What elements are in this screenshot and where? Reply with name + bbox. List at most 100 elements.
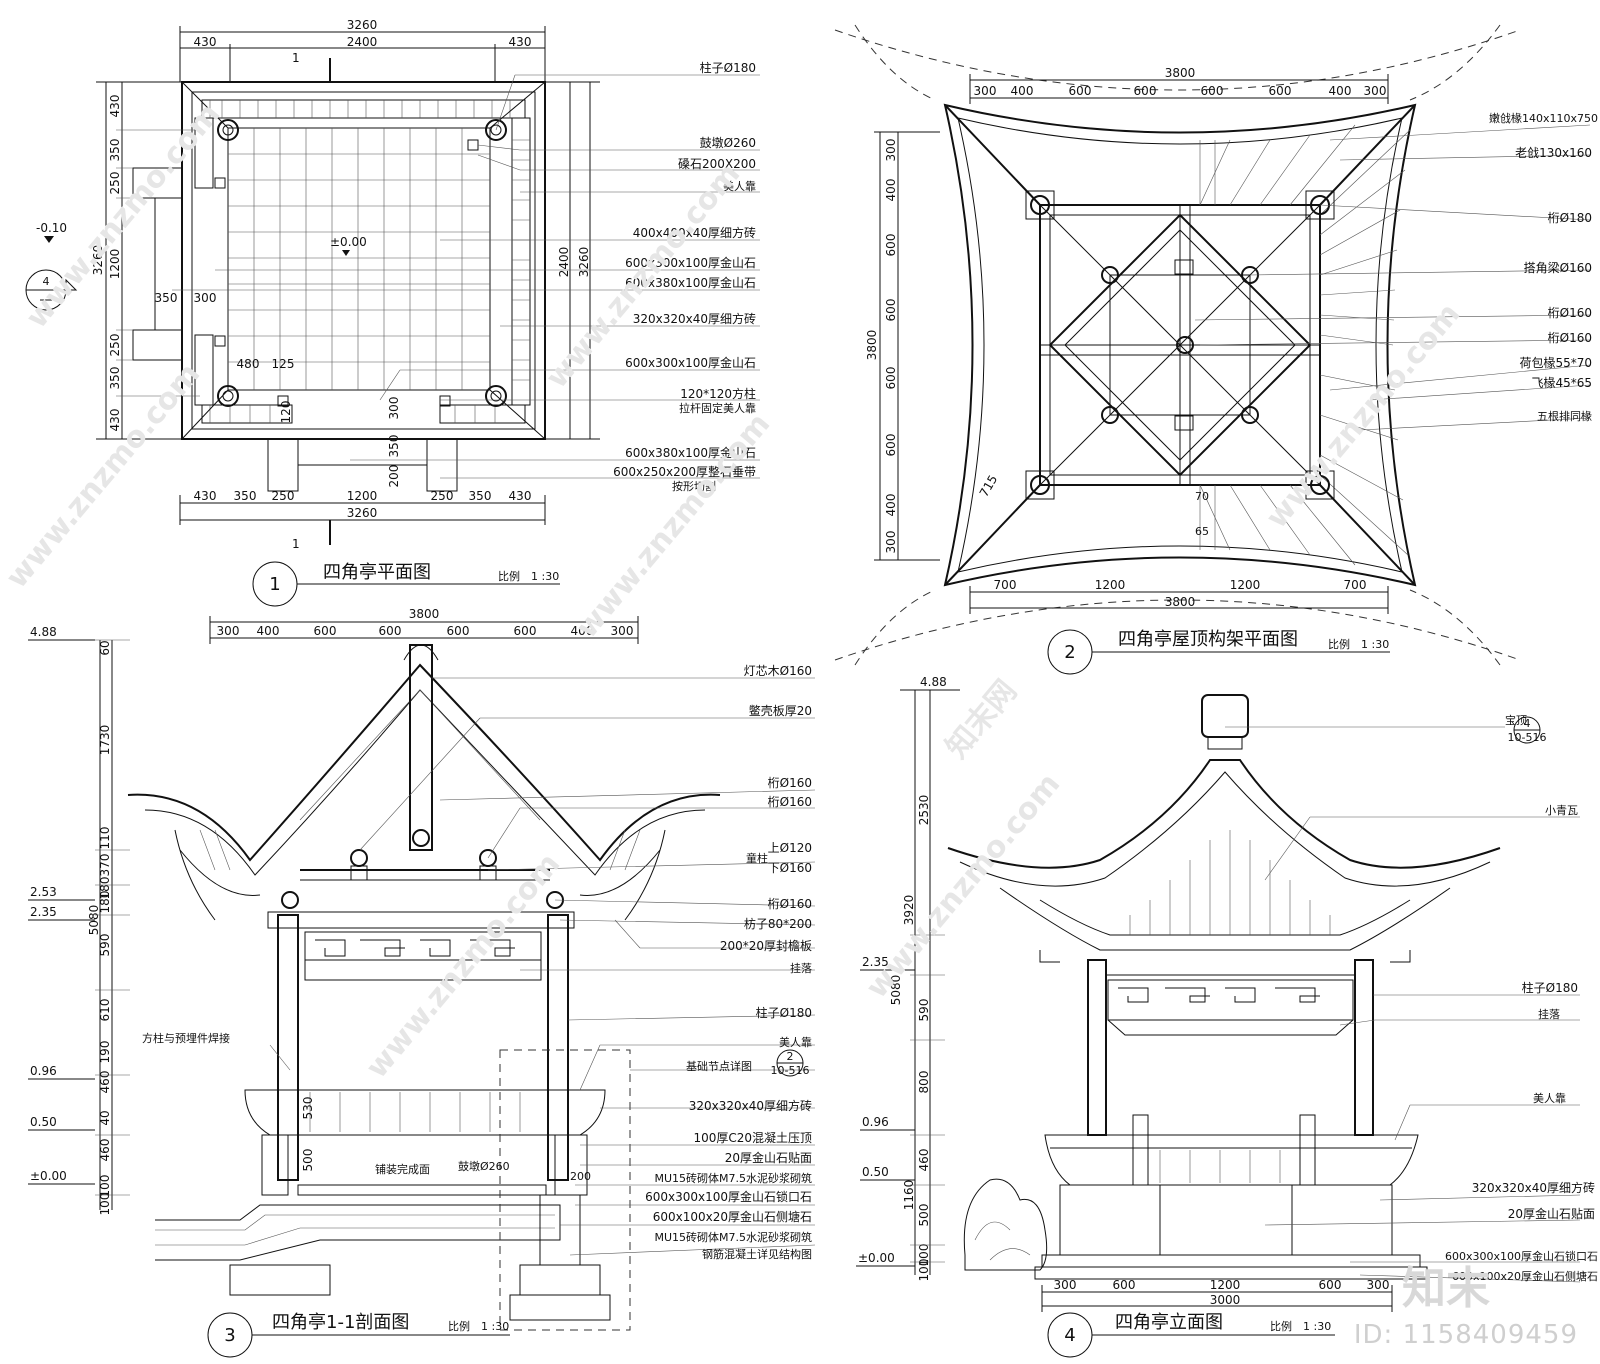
roof-label-2: 老戗130x160	[1515, 146, 1592, 160]
plan-label-drum-base: 鼓墩Ø260	[700, 136, 756, 150]
elev-dim-left-3: 590	[917, 999, 931, 1022]
section-label-9: 枋子80*200	[744, 916, 812, 931]
section-label-3: 桁Ø160	[768, 776, 812, 790]
plan-drawing-title: 四角亭平面图	[323, 562, 431, 583]
elev-dim-left-total: 5080	[889, 975, 903, 1006]
section-drawing-scale: 比例 1 :30	[448, 1319, 509, 1333]
plan-dim-top-1: 430	[194, 35, 217, 49]
plan-label-post-note: 拉杆固定美人靠	[679, 401, 756, 415]
plan-dim-left-total: 3260	[91, 245, 105, 276]
elev-level-5: ±0.00	[858, 1251, 895, 1265]
section-dim-left-3: 110	[98, 827, 112, 850]
roof-label-5: 桁Ø160	[1548, 306, 1592, 320]
section-dim-left-2: 1730	[98, 725, 112, 756]
plan-dim-bot-5: 250	[431, 489, 454, 503]
section-label-16: 100厚C20混凝土压顶	[693, 1130, 812, 1145]
roof-label-8: 飞椽45*65	[1531, 376, 1592, 390]
section-label-7: 下Ø160	[768, 861, 812, 875]
plan-dim-top-2: 2400	[347, 35, 378, 49]
plan-drawing: 3260 430 2400 430 1	[25, 18, 760, 607]
watermark-brand-logo: 知末	[1402, 1263, 1490, 1314]
section-label-12: 柱子Ø180	[756, 1005, 812, 1020]
section-level-5: 0.50	[30, 1115, 57, 1129]
section-dim-left-5: 180	[98, 877, 112, 900]
section-dim-top-2: 400	[257, 624, 280, 638]
plan-label-column: 柱子Ø180	[700, 60, 756, 75]
roof-dim-top-5: 600	[1201, 84, 1224, 98]
section-label-5: 童柱	[746, 851, 768, 865]
elev-label-3: 柱子Ø180	[1522, 980, 1578, 995]
plan-dim-top-3: 430	[509, 35, 532, 49]
elev-label-4: 挂落	[1538, 1007, 1560, 1021]
watermark-site-6: www.znzmo.com	[859, 767, 1067, 1005]
section-label-23: 方柱与预埋件焊接	[142, 1031, 230, 1045]
roof-dim-top-8: 300	[1364, 84, 1387, 98]
elev-drawing-title: 四角亭立面图	[1115, 1312, 1223, 1333]
plan-label-stone-3: 600x300x100厚金山石	[625, 355, 756, 370]
plan-label-paving-1: 400x400x40厚细方砖	[633, 225, 756, 240]
roof-dim-bot-3: 1200	[1230, 578, 1261, 592]
plan-dim-left-6: 350	[108, 367, 122, 390]
section-dim-top-6: 600	[514, 624, 537, 638]
section-dim-inner-1: 530	[301, 1097, 315, 1120]
roof-dim-top-total: 3800	[1165, 66, 1196, 80]
elev-detail-mark-num: 4	[1524, 717, 1531, 730]
section-dim-top-7: 400	[571, 624, 594, 638]
section-dim-top-1: 300	[217, 624, 240, 638]
roof-dim-bot-4: 700	[1344, 578, 1367, 592]
elev-drawing-scale: 比例 1 :30	[1270, 1319, 1331, 1333]
plan-label-stone-1: 600x300x100厚金山石	[625, 255, 756, 270]
roof-dim-bot-total: 3800	[1165, 595, 1196, 609]
elev-label-2: 小青瓦	[1545, 804, 1578, 817]
watermark-site-5: www.znzmo.com	[359, 847, 567, 1085]
plan-dim-bot-7: 430	[509, 489, 532, 503]
plan-dim-bot-3: 250	[272, 489, 295, 503]
section-level-6: ±0.00	[30, 1169, 67, 1183]
elev-label-8: 600x300x100厚金山石锁口石	[1445, 1249, 1598, 1263]
section-dim-left-6: 180	[98, 891, 112, 914]
elev-dim-bot-1: 300	[1054, 1278, 1077, 1292]
plan-dim-left-1: 430	[108, 95, 122, 118]
plan-label-step-note: 按形切割	[672, 479, 716, 493]
plan-dim-bot-total: 3260	[347, 506, 378, 520]
plan-dim-bot-4: 1200	[347, 489, 378, 503]
section-level-4: 0.96	[30, 1064, 57, 1078]
section-drawing: 3800 300 400 600 600 600 600 400 300	[28, 607, 816, 1358]
watermark-id: ID: 1158409459	[1353, 1320, 1578, 1350]
plan-level-center: ±0.00	[330, 235, 367, 249]
section-label-17: 20厚金山石贴面	[725, 1150, 812, 1165]
plan-dim-inner-2: 300	[194, 291, 217, 305]
plan-index-mark: 4	[43, 275, 50, 288]
watermark-site-7: www.znzmo.com	[1259, 297, 1467, 535]
section-label-18: MU15砖砌体M7.5水泥砂浆砌筑	[654, 1171, 812, 1185]
elev-level-4: 0.50	[862, 1165, 889, 1179]
roof-dim-top-4: 600	[1134, 84, 1157, 98]
section-label-14: 基础节点详图	[686, 1059, 752, 1073]
plan-dim-inner-1: 350	[155, 291, 178, 305]
section-label-8: 桁Ø160	[768, 897, 812, 911]
elev-dim-bot-4: 600	[1319, 1278, 1342, 1292]
plan-label-stone-4: 600x380x100厚金山石	[625, 445, 756, 460]
section-label-13: 美人靠	[779, 1035, 812, 1049]
roof-dim-inner-3: 65	[1195, 525, 1209, 538]
section-dim-left-11: 40	[98, 1110, 112, 1125]
plan-label-paving-2: 320x320x40厚细方砖	[633, 311, 756, 326]
roof-label-7: 荷包椽55*70	[1519, 356, 1592, 370]
section-drawing-title: 四角亭1-1剖面图	[272, 1312, 409, 1333]
roof-dim-left-1: 300	[884, 139, 898, 162]
section-dim-left-13: 100	[98, 1175, 112, 1198]
plan-section-mark-bottom: 1	[292, 537, 300, 551]
section-label-4: 桁Ø160	[768, 795, 812, 809]
roof-label-6: 桁Ø160	[1548, 331, 1592, 345]
elevation-drawing: 2530 3920 590 800 460 1160 500 100 100 5…	[856, 675, 1598, 1358]
elev-label-6: 320x320x40厚细方砖	[1472, 1180, 1595, 1195]
plan-dim-left-2: 350	[108, 139, 122, 162]
roof-drawing-number: 2	[1064, 642, 1075, 663]
elev-dim-left-1: 2530	[917, 795, 931, 826]
plan-drawing-number: 1	[269, 574, 280, 595]
elev-dim-left-2: 3920	[902, 895, 916, 926]
elev-dim-bot-5: 300	[1367, 1278, 1390, 1292]
plan-dim-right-1: 2400	[557, 247, 571, 278]
section-dim-left-14: 100	[98, 1193, 112, 1216]
elev-label-5: 美人靠	[1533, 1091, 1566, 1105]
